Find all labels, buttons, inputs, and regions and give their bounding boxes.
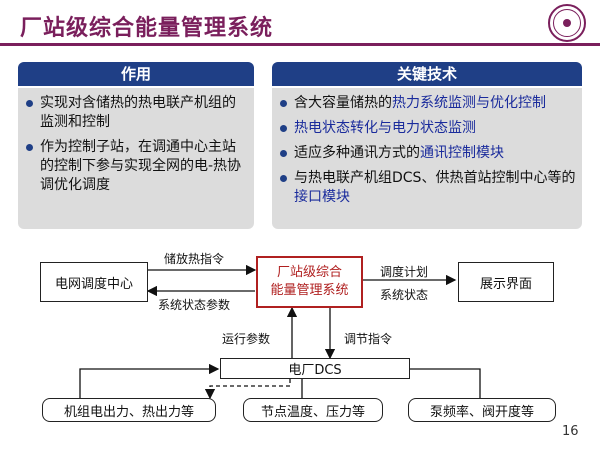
university-seal-icon xyxy=(548,4,586,42)
center-ems-line2: 能量管理系统 xyxy=(270,283,349,298)
function-item: 实现对含储热的热电联产机组的监测和控制 xyxy=(26,94,248,132)
seal-center-dot xyxy=(563,19,571,27)
adjust-cmd-label: 调节指令 xyxy=(344,332,393,346)
function-panel-header: 作用 xyxy=(18,62,254,88)
schedule-label: 调度计划 xyxy=(380,265,429,279)
display-box: 展示界面 xyxy=(458,262,554,302)
pump-box: 泵频率、阀开度等 xyxy=(408,398,556,422)
sys-state-label: 系统状态 xyxy=(380,288,429,302)
key-tech-text: 适应多种通讯方式的 xyxy=(294,145,420,161)
function-item: 作为控制子站，在调通中心主站的控制下参与实现全网的电-热协调优化调度 xyxy=(26,138,248,195)
link-dcs-to-pump xyxy=(410,368,481,379)
node-temp-box: 节点温度、压力等 xyxy=(243,398,383,422)
key-tech-item: 热电状态转化与电力状态监测 xyxy=(280,119,576,138)
key-tech-panel-header: 关键技术 xyxy=(272,62,582,88)
key-tech-highlight: 接口模块 xyxy=(294,189,350,205)
key-tech-highlight: 通讯控制模块 xyxy=(420,145,504,161)
slide-title: 厂站级综合能量管理系统 xyxy=(20,16,274,41)
store-cmd-label: 储放热指令 xyxy=(164,252,225,266)
run-params-label: 运行参数 xyxy=(222,332,271,346)
key-tech-text: 与热电联产机组DCS、供热首站控制中心等的 xyxy=(294,170,576,186)
center-ems-line1: 厂站级综合 xyxy=(276,265,342,280)
title-divider xyxy=(0,43,600,46)
key-tech-item: 含大容量储热的热力系统监测与优化控制 xyxy=(280,94,576,113)
function-panel: 作用 实现对含储热的热电联产机组的监测和控制 作为控制子站，在调通中心主站的控制… xyxy=(18,62,254,229)
key-tech-item: 与热电联产机组DCS、供热首站控制中心等的接口模块 xyxy=(280,169,576,207)
key-tech-list: 含大容量储热的热力系统监测与优化控制 热电状态转化与电力状态监测 适应多种通讯方… xyxy=(272,88,582,207)
unit-output-box: 机组电出力、热出力等 xyxy=(42,398,216,422)
key-tech-highlight: 热电状态转化与电力状态监测 xyxy=(294,120,476,136)
key-tech-highlight: 热力系统监测与优化控制 xyxy=(392,95,546,111)
key-tech-item: 适应多种通讯方式的通讯控制模块 xyxy=(280,144,576,163)
sys-params-label: 系统状态参数 xyxy=(158,298,231,312)
seal-inner-ring xyxy=(553,9,581,37)
center-ems-box: 厂站级综合 能量管理系统 xyxy=(256,256,363,308)
key-tech-panel: 关键技术 含大容量储热的热力系统监测与优化控制 热电状态转化与电力状态监测 适应… xyxy=(272,62,582,229)
arrow-unit-to-dcs xyxy=(79,363,220,379)
dashed-dcs-to-units xyxy=(204,379,291,400)
key-tech-text: 含大容量储热的 xyxy=(294,95,392,111)
grid-dispatch-box: 电网调度中心 xyxy=(40,262,148,302)
dcs-box: 电厂DCS xyxy=(220,358,410,379)
page-number: 16 xyxy=(562,424,579,439)
function-list: 实现对含储热的热电联产机组的监测和控制 作为控制子站，在调通中心主站的控制下参与… xyxy=(18,88,254,195)
